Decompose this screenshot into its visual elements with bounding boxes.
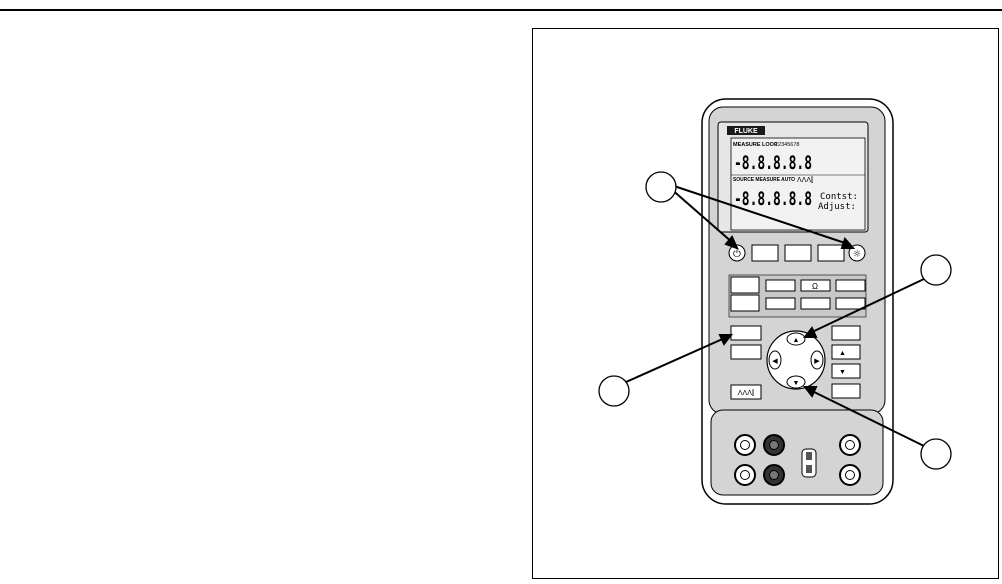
- right-key-1[interactable]: [831, 325, 861, 341]
- right-key-4[interactable]: [831, 383, 861, 399]
- step-up-key[interactable]: [831, 344, 861, 360]
- callout-4: [920, 438, 952, 470]
- callout-3: [598, 375, 630, 407]
- key-r2-c2[interactable]: [800, 297, 831, 310]
- function-key-2[interactable]: [784, 244, 812, 262]
- lcd-channel-digits: 12345678: [775, 142, 799, 148]
- step-up-icon: ▲: [839, 350, 846, 357]
- leader-3-arrow: [718, 334, 734, 346]
- header-rule: [0, 9, 1002, 11]
- leader-4-arrow: [802, 386, 818, 398]
- backlight-icon: ☼: [853, 249, 862, 260]
- callout-leaders: [625, 185, 925, 447]
- thermocouple-port[interactable]: [801, 448, 817, 478]
- function-key-3[interactable]: [817, 244, 845, 262]
- lcd-secondary-reading: -8.8.8.8.8: [734, 188, 812, 210]
- arrow-down-icon: ▼: [793, 380, 800, 387]
- leader-1a-arrow: [724, 235, 739, 250]
- arrow-left-key[interactable]: [768, 350, 782, 370]
- leader-2: [809, 278, 925, 334]
- power-button[interactable]: [728, 244, 746, 262]
- lcd-ramp-glyph: ΛΛΛ⫿: [797, 176, 813, 184]
- key-r1-c1[interactable]: [765, 279, 796, 292]
- lcd-source-measure-auto: SOURCE MEASURE AUTO: [733, 177, 795, 183]
- brand-plate: [727, 126, 765, 135]
- leader-1a: [669, 187, 734, 244]
- ohm-icon: Ω: [812, 282, 818, 291]
- leader-3: [625, 336, 728, 383]
- arrow-up-icon: ▲: [793, 337, 800, 344]
- brand-logo: FLUKE: [734, 128, 758, 135]
- arrow-up-key[interactable]: [786, 332, 806, 346]
- jack-top-right-center: [845, 440, 855, 450]
- leader-4: [809, 389, 925, 447]
- left-key-1[interactable]: [730, 325, 762, 341]
- key-r1-c3[interactable]: [835, 279, 866, 292]
- power-icon: ⏻: [733, 249, 741, 260]
- leader-1b: [673, 185, 849, 245]
- lcd-adjust-label: Adjust:: [818, 202, 856, 212]
- lcd-primary-reading: -8.8.8.8.8: [734, 152, 812, 174]
- jack-top-left-center: [740, 440, 750, 450]
- callout-1: [645, 171, 677, 203]
- jack-bottom-left-center: [740, 470, 750, 480]
- figure-frame: [532, 28, 999, 579]
- arrow-left-icon: ◀: [772, 358, 778, 365]
- key-r2-c3[interactable]: [835, 297, 866, 310]
- left-key-2[interactable]: [730, 344, 762, 360]
- ohm-key[interactable]: [800, 279, 831, 292]
- step-down-icon: ▼: [839, 369, 846, 376]
- ramp-key[interactable]: [730, 384, 762, 400]
- arrow-right-icon: ▶: [814, 358, 820, 365]
- jack-top-mid-center: [769, 440, 779, 450]
- tc-pin-top: [806, 452, 812, 460]
- arrow-right-key[interactable]: [810, 350, 824, 370]
- leader-2-arrow: [802, 326, 818, 338]
- jack-bottom-mid-center: [769, 470, 779, 480]
- jack-bottom-right-center: [845, 470, 855, 480]
- leader-1b-arrow: [840, 237, 856, 249]
- mode-key-top-left[interactable]: [730, 276, 760, 294]
- function-key-1[interactable]: [751, 244, 779, 262]
- navigation-pad: [766, 330, 826, 390]
- step-down-key[interactable]: [831, 363, 861, 379]
- mode-key-bottom-left[interactable]: [730, 294, 760, 312]
- lcd-screen: [730, 137, 866, 231]
- lcd-contrast-label: Contst:: [820, 192, 858, 202]
- key-r2-c1[interactable]: [765, 297, 796, 310]
- lcd-measure-loop: MEASURE LOOP: [733, 142, 778, 148]
- ramp-key-icon: ΛΛΛ⫿: [738, 389, 754, 397]
- tc-pin-bottom: [806, 465, 812, 473]
- arrow-down-key[interactable]: [786, 375, 806, 389]
- callout-2: [920, 254, 952, 286]
